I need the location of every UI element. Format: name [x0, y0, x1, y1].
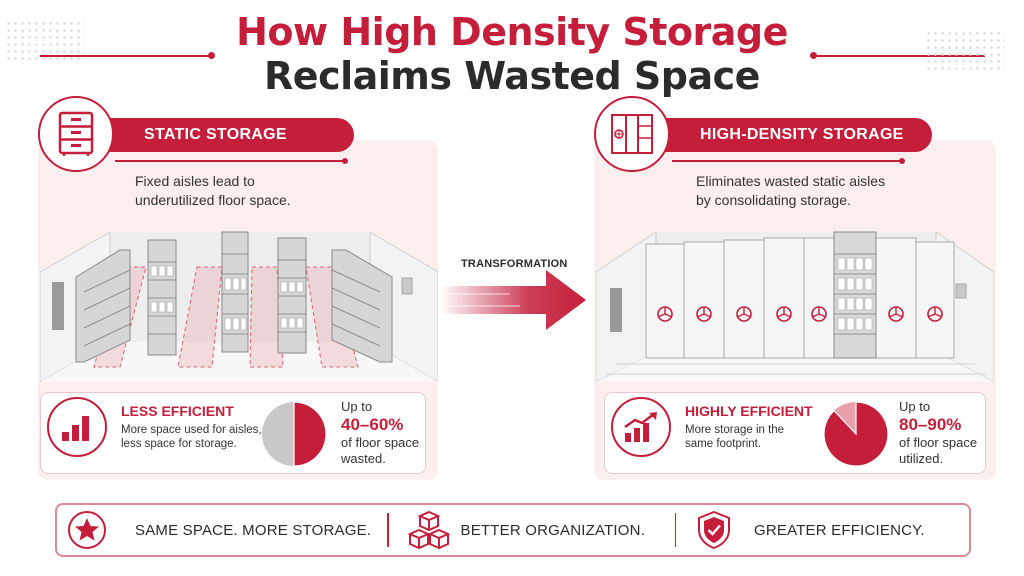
high-density-desc-line-1: Eliminates wasted static aisles — [696, 173, 886, 189]
wasted-pct-suffix-2: wasted. — [341, 451, 386, 466]
benefit-organization: BETTER ORGANIZATION. — [389, 505, 675, 555]
utilized-percentage: Up to 80–90% of floor space utilized. — [899, 399, 977, 467]
pie-utilized-slice — [823, 401, 889, 467]
title-deco-dot-left — [208, 52, 215, 59]
static-storage-heading: STATIC STORAGE — [100, 118, 354, 152]
less-efficient-title: LESS EFFICIENT — [121, 403, 234, 419]
highly-efficient-card: HIGHLY EFFICIENT More storage in the sam… — [604, 392, 986, 474]
title-deco-line-right — [815, 55, 985, 57]
benefit-efficiency: GREATER EFFICIENCY. — [676, 505, 925, 555]
benefits-divider-2 — [674, 513, 676, 547]
star-icon — [68, 511, 106, 549]
transformation-arrow-icon — [440, 270, 586, 330]
high-density-heading-underline — [672, 158, 905, 163]
benefits-divider-1 — [387, 513, 389, 547]
wasted-space-pie-chart — [262, 401, 327, 467]
transformation-label: TRANSFORMATION — [461, 258, 568, 270]
high-density-storage-heading: HIGH-DENSITY STORAGE — [656, 118, 932, 152]
benefit-same-space-text: SAME SPACE. MORE STORAGE. — [135, 521, 372, 539]
static-desc-line-2: underutilized floor space. — [135, 192, 291, 208]
less-efficient-desc: More space used for aisles, less space f… — [121, 423, 262, 451]
utilized-space-pie-chart — [823, 401, 889, 467]
filing-cabinet-icon — [38, 96, 114, 172]
pie-wasted-slice — [293, 401, 327, 467]
bar-chart-icon — [47, 397, 107, 457]
wasted-percentage: Up to 40–60% of floor space wasted. — [341, 399, 419, 467]
static-desc-line-1: Fixed aisles lead to — [135, 173, 255, 189]
high-density-storage-illustration — [596, 231, 994, 382]
highly-efficient-title: HIGHLY EFFICIENT — [685, 403, 813, 419]
wasted-pct-value: 40–60% — [341, 415, 404, 434]
wasted-pct-prefix: Up to — [341, 399, 373, 414]
highly-efficient-desc-line-2: same footprint. — [685, 438, 762, 450]
benefit-same-space: SAME SPACE. MORE STORAGE. — [57, 505, 387, 555]
page-title: How High Density Storage Reclaims Wasted… — [0, 10, 1024, 98]
title-line-2: Reclaims Wasted Space — [264, 54, 760, 98]
growth-chart-icon — [611, 397, 671, 457]
wasted-pct-suffix-1: of floor space — [341, 435, 420, 450]
utilized-pct-prefix: Up to — [899, 399, 931, 414]
highly-efficient-desc-line-1: More storage in the — [685, 424, 785, 436]
shield-check-icon — [698, 510, 730, 550]
static-storage-illustration — [40, 231, 438, 382]
benefits-bar: SAME SPACE. MORE STORAGE. BETTER ORGANIZ… — [55, 503, 971, 557]
static-heading-underline — [115, 158, 348, 163]
less-efficient-desc-line-2: less space for storage. — [121, 438, 237, 450]
dot-pattern-left — [5, 20, 85, 60]
benefit-efficiency-text: GREATER EFFICIENCY. — [754, 521, 925, 539]
title-deco-line-left — [40, 55, 210, 57]
high-density-desc-line-2: by consolidating storage. — [696, 192, 851, 208]
title-line-1: How High Density Storage — [236, 10, 788, 54]
mobile-shelving-icon — [594, 96, 670, 172]
utilized-pct-suffix-2: utilized. — [899, 451, 944, 466]
benefit-organization-text: BETTER ORGANIZATION. — [460, 521, 646, 539]
highly-efficient-desc: More storage in the same footprint. — [685, 423, 784, 451]
dot-pattern-right — [925, 30, 1005, 70]
title-deco-dot-right — [810, 52, 817, 59]
less-efficient-desc-line-1: More space used for aisles, — [121, 424, 262, 436]
utilized-pct-value: 80–90% — [899, 415, 962, 434]
utilized-pct-suffix-1: of floor space — [899, 435, 978, 450]
less-efficient-card: LESS EFFICIENT More space used for aisle… — [40, 392, 426, 474]
static-storage-description: Fixed aisles lead to underutilized floor… — [135, 172, 291, 210]
boxes-icon — [407, 510, 450, 550]
high-density-description: Eliminates wasted static aisles by conso… — [696, 172, 885, 210]
